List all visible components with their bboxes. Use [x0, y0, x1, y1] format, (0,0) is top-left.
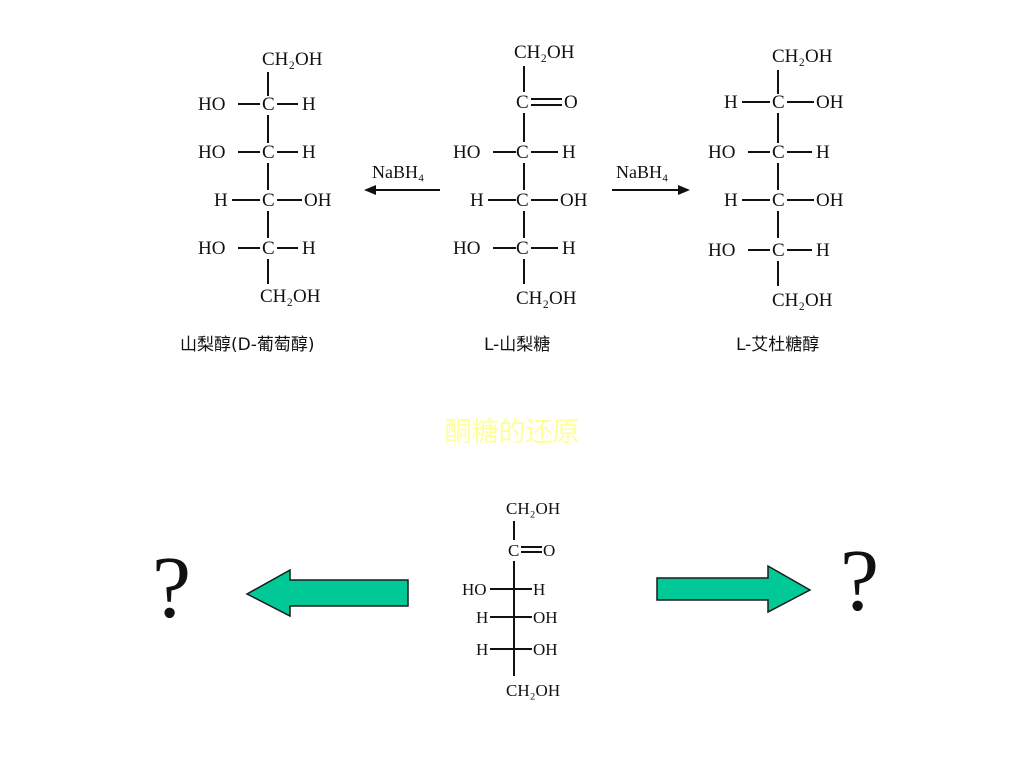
reagent-label-left: NaBH₄: [372, 162, 424, 182]
green-arrow-left: [245, 568, 409, 618]
bottom-row2-left: H: [476, 608, 488, 627]
middle-carbonyl-center: C: [516, 92, 529, 113]
middle-row1-center: C: [516, 142, 529, 163]
left-row4-right: H: [302, 238, 316, 259]
right-row1-center: C: [772, 92, 785, 113]
bottom-top-group: CH₂OH: [506, 499, 560, 518]
right-top-group: CH₂OH: [772, 46, 833, 67]
bottom-bottom-group: CH₂OH: [506, 681, 560, 700]
left-row2-center: C: [262, 142, 275, 163]
right-row3-center: C: [772, 190, 785, 211]
left-row2-left: HO: [198, 142, 225, 163]
middle-row3-right: H: [562, 238, 576, 259]
middle-carbonyl-right: O: [564, 92, 578, 113]
middle-row3-left: HO: [453, 238, 480, 259]
middle-row2-right: OH: [560, 190, 588, 211]
arrow-head: [678, 185, 690, 195]
right-row2-right: H: [816, 142, 830, 163]
right-row2-left: HO: [708, 142, 735, 163]
left-row1-right: H: [302, 94, 316, 115]
right-row4-center: C: [772, 240, 785, 261]
middle-row1-left: HO: [453, 142, 480, 163]
bottom-row2-right: OH: [533, 608, 558, 627]
right-row2-center: C: [772, 142, 785, 163]
green-arrow-right: [656, 564, 812, 614]
left-caption: 山梨醇(D-葡萄醇): [180, 335, 315, 355]
middle-row1-right: H: [562, 142, 576, 163]
right-row3-left: H: [724, 190, 738, 211]
right-row4-right: H: [816, 240, 830, 261]
left-row4-left: HO: [198, 238, 225, 259]
bottom-structure: CH₂OH C O HO H H OH H OH CH₂OH: [462, 499, 560, 700]
left-row2-right: H: [302, 142, 316, 163]
right-row4-left: HO: [708, 240, 735, 261]
right-caption: L-艾杜糖醇: [736, 335, 820, 355]
bottom-carbonyl-center: C: [508, 541, 519, 560]
left-row1-center: C: [262, 94, 275, 115]
left-row3-center: C: [262, 190, 275, 211]
left-structure: CH₂OH HO C H HO C H H C OH HO: [198, 49, 332, 307]
unknown-product-left: ?: [152, 540, 192, 637]
middle-row2-center: C: [516, 190, 529, 211]
reagent-arrow-left: NaBH₄: [364, 162, 440, 195]
middle-row2-left: H: [470, 190, 484, 211]
left-row1-left: HO: [198, 94, 225, 115]
middle-top-group: CH₂OH: [514, 42, 575, 63]
right-row3-right: OH: [816, 190, 844, 211]
right-row1-right: OH: [816, 92, 844, 113]
left-row3-right: OH: [304, 190, 332, 211]
left-row4-center: C: [262, 238, 275, 259]
middle-structure: CH₂OH C O HO C H H C OH HO C: [453, 42, 588, 309]
bottom-row1-left: HO: [462, 580, 487, 599]
bottom-row1-right: H: [533, 580, 545, 599]
right-bottom-group: CH₂OH: [772, 290, 833, 311]
unknown-product-right: ?: [840, 533, 880, 630]
reagent-arrow-right: NaBH₄: [612, 162, 690, 195]
middle-caption: L-山梨糖: [484, 335, 551, 355]
reagent-label-right: NaBH₄: [616, 162, 668, 182]
middle-row3-center: C: [516, 238, 529, 259]
bottom-row3-right: OH: [533, 640, 558, 659]
left-bottom-group: CH₂OH: [260, 286, 321, 307]
arrow-head: [364, 185, 376, 195]
left-row3-left: H: [214, 190, 228, 211]
slide-title: 酮糖的还原: [444, 417, 580, 448]
bottom-carbonyl-right: O: [543, 541, 555, 560]
right-row1-left: H: [724, 92, 738, 113]
middle-bottom-group: CH₂OH: [516, 288, 577, 309]
right-structure: CH₂OH H C OH HO C H H C OH HO: [708, 46, 844, 311]
bottom-row3-left: H: [476, 640, 488, 659]
left-top-group: CH₂OH: [262, 49, 323, 70]
